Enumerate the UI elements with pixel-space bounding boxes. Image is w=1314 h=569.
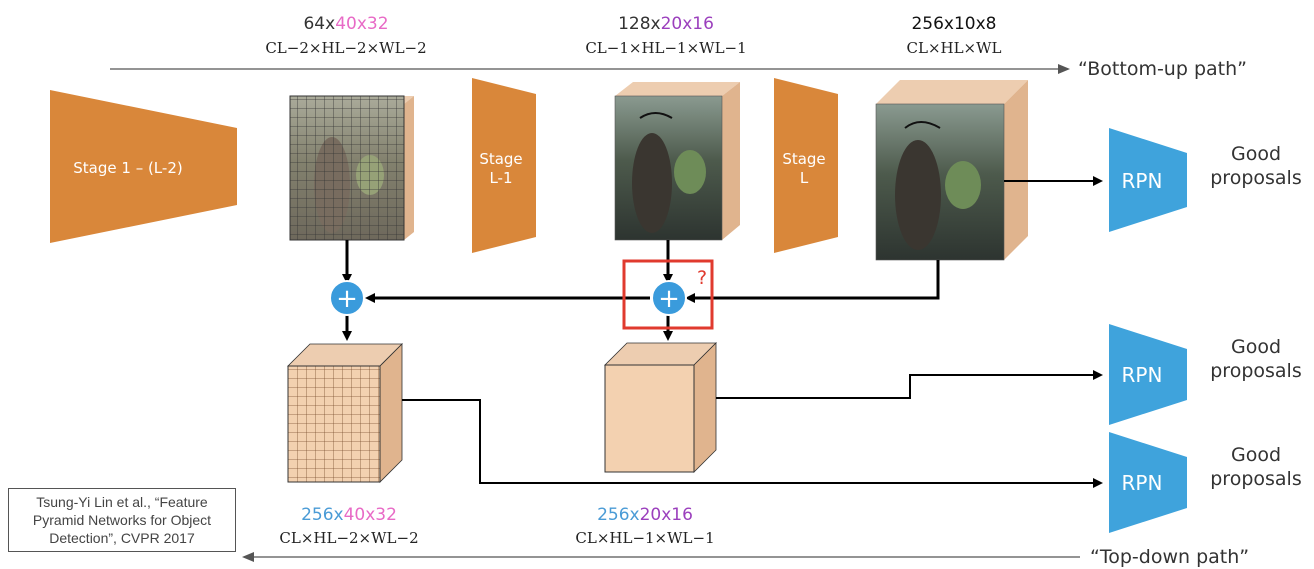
top-dim-2: 128x20x16 CL−1×HL−1×WL−1 xyxy=(585,14,746,57)
output-map-l-1 xyxy=(604,342,717,473)
stage-1-block: Stage 1 – (L-2) xyxy=(50,90,237,243)
feature-map-l-1 xyxy=(614,82,740,241)
svg-text:CL−1×HL−1×WL−1: CL−1×HL−1×WL−1 xyxy=(585,39,746,57)
highlight-box xyxy=(622,259,714,330)
bottom-up-path-label: “Bottom-up path” xyxy=(1078,58,1247,80)
citation-box: Tsung-Yi Lin et al., “Feature Pyramid Ne… xyxy=(8,488,236,552)
citation-text: Tsung-Yi Lin et al., “Feature Pyramid Ne… xyxy=(32,494,212,546)
svg-text:256x40x32: 256x40x32 xyxy=(301,505,397,525)
feature-map-l xyxy=(875,80,1028,261)
svg-text:128x20x16: 128x20x16 xyxy=(618,14,714,34)
svg-text:64x40x32: 64x40x32 xyxy=(303,14,388,34)
rpn-block-3: RPN xyxy=(1109,432,1187,533)
svg-text:Stage 1 – (L-2): Stage 1 – (L-2) xyxy=(73,159,182,177)
question-mark: ? xyxy=(697,267,707,289)
svg-text:CL−2×HL−2×WL−2: CL−2×HL−2×WL−2 xyxy=(265,39,426,57)
connection-lines xyxy=(342,176,1103,488)
svg-text:CL×HL−1×WL−1: CL×HL−1×WL−1 xyxy=(575,529,714,547)
rpn-block-2: RPN xyxy=(1109,324,1187,425)
svg-text:RPN: RPN xyxy=(1122,363,1163,387)
rpn-block-1: RPN xyxy=(1109,128,1187,232)
svg-text:RPN: RPN xyxy=(1122,471,1163,495)
output-map-l-2 xyxy=(287,343,403,483)
bottom-dim-1: 256x40x32 CL×HL−2×WL−2 xyxy=(279,505,418,547)
svg-text:RPN: RPN xyxy=(1122,169,1163,193)
feature-map-l-2 xyxy=(289,95,414,241)
svg-text:CL×HL×WL: CL×HL×WL xyxy=(907,39,1002,57)
top-down-path-label: “Top-down path” xyxy=(1090,546,1249,568)
plus-node-1: + xyxy=(329,280,365,316)
svg-text:256x20x16: 256x20x16 xyxy=(597,505,693,525)
bottom-dim-2: 256x20x16 CL×HL−1×WL−1 xyxy=(575,505,714,547)
svg-text:+: + xyxy=(336,284,358,314)
svg-text:CL×HL−2×WL−2: CL×HL−2×WL−2 xyxy=(279,529,418,547)
top-dim-3: 256x10x8 CL×HL×WL xyxy=(907,14,1002,57)
svg-text:+: + xyxy=(658,284,680,314)
top-dim-1: 64x40x32 CL−2×HL−2×WL−2 xyxy=(265,14,426,57)
plus-node-2: + xyxy=(651,280,687,316)
svg-text:256x10x8: 256x10x8 xyxy=(911,14,996,34)
